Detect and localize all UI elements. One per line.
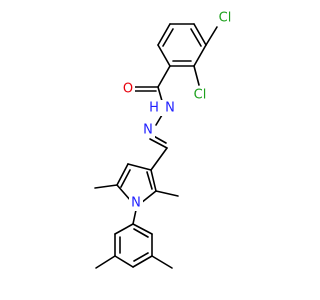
bond	[150, 147, 168, 171]
atom-n-amide: N H	[145, 100, 179, 116]
molecule-structure: Cl Cl O N H N N	[94, 10, 234, 269]
bond	[133, 228, 149, 238]
bond	[193, 65, 200, 86]
atom-o-carbonyl: O	[121, 81, 135, 97]
atom-label: O	[123, 82, 133, 97]
bond	[151, 255, 173, 269]
bond-group	[94, 23, 218, 269]
atom-label: H	[149, 101, 159, 116]
bond	[162, 28, 174, 47]
atom-label-group: Cl Cl O N H N N	[121, 10, 234, 211]
bond	[114, 255, 134, 268]
bond	[133, 252, 149, 262]
atom-label-background	[216, 10, 234, 26]
bond	[155, 114, 163, 126]
atom-label: N	[165, 101, 175, 116]
bond	[157, 44, 171, 67]
atom-label: Cl	[219, 11, 232, 26]
atom-label: Cl	[194, 88, 207, 103]
bond	[114, 223, 134, 235]
bond	[116, 184, 132, 202]
bond	[150, 169, 157, 192]
bond	[193, 44, 207, 67]
bond	[140, 190, 157, 204]
atom-label-background	[121, 81, 135, 97]
bond	[132, 209, 137, 225]
bond	[190, 28, 202, 47]
bond	[146, 171, 153, 190]
bond	[127, 163, 152, 171]
bond	[157, 23, 171, 46]
bond	[132, 223, 153, 235]
bond	[120, 169, 131, 188]
atom-label: N	[131, 196, 141, 211]
atom-label-background	[141, 122, 155, 138]
bond	[193, 23, 207, 46]
bond	[116, 163, 129, 186]
atom-cl-top: Cl	[216, 10, 234, 26]
atom-label: N	[143, 123, 153, 138]
bond	[149, 138, 168, 149]
atom-n-imine: N	[141, 122, 155, 138]
bond	[95, 255, 116, 269]
bond	[132, 255, 153, 268]
atom-label-background	[191, 87, 209, 103]
atom-cl-ortho: Cl	[191, 87, 209, 103]
bond	[157, 65, 171, 88]
atom-n-pyrrole: N	[129, 195, 143, 211]
bond	[157, 86, 163, 102]
bond	[205, 26, 218, 46]
atom-label-background	[145, 100, 179, 116]
bond	[155, 190, 179, 197]
bond	[94, 184, 118, 189]
atom-label-background	[129, 195, 143, 211]
